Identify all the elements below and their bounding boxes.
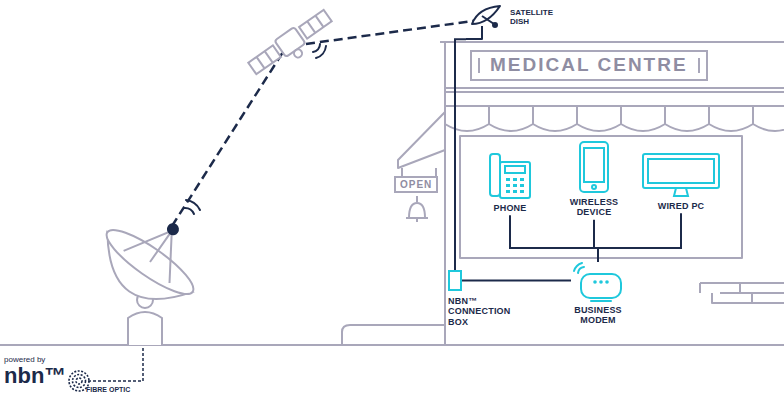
node-label: NBN™ CONNECTION BOX: [448, 296, 508, 327]
dish-bowl-group: [87, 195, 219, 321]
node-label: MEDICAL CENTRE: [490, 55, 688, 76]
awning-scallop: [533, 106, 577, 131]
sign-hanger: [402, 168, 436, 176]
dish-pedestal: [128, 312, 162, 345]
phone-symbol: [488, 150, 532, 200]
node-label: PHONE: [476, 203, 544, 213]
building: [342, 42, 784, 345]
nbn-logo-text: nbn™: [4, 364, 66, 388]
satellite-dish: SATELLITE DISH: [466, 4, 574, 48]
awning-scallop: [709, 106, 753, 131]
awning-scallop: [489, 106, 533, 131]
signal-waves: [184, 44, 326, 214]
connection-box: NBN™ CONNECTION BOX: [448, 270, 508, 327]
awning-scallop: [753, 106, 784, 131]
window: [460, 136, 742, 258]
awning-band: [445, 92, 784, 106]
ground-line: [0, 344, 784, 346]
dish-struts: [124, 215, 195, 283]
bell: [406, 196, 428, 222]
awning-scallop: [577, 106, 621, 131]
side-awning: [398, 112, 445, 168]
modem-symbol: [571, 262, 625, 302]
node-label: WIRED PC: [639, 201, 723, 211]
wave: [313, 44, 326, 58]
business-modem: BUSINESS MODEM: [565, 262, 631, 326]
step: [342, 325, 445, 345]
awning-scallop: [665, 106, 709, 131]
solar-panel: [248, 45, 281, 74]
panel-lines: [256, 16, 323, 69]
dish-symbol: [466, 4, 506, 48]
wired-pc-icon: WIRED PC: [639, 152, 723, 211]
wave: [184, 200, 200, 214]
solar-panel: [299, 10, 332, 39]
shop-sign: MEDICAL CENTRE: [470, 50, 708, 81]
satellite: [247, 7, 338, 83]
pc-symbol: [641, 152, 721, 198]
fibre-line: [86, 348, 143, 381]
logo-ring: [73, 375, 86, 388]
facade-line: [445, 87, 784, 89]
logo-ring: [76, 378, 82, 384]
node-label: BUSINESS MODEM: [565, 305, 631, 326]
awning-scallop: [445, 106, 489, 131]
device-symbol: [577, 140, 611, 194]
fibre-optic-label: FIBRE OPTIC: [86, 386, 130, 394]
wireless-device-icon: WIRELESS DEVICE: [558, 140, 630, 218]
ground-dish: [87, 195, 219, 345]
bricks: [700, 283, 784, 303]
roof-line: [440, 41, 784, 43]
satellite-antenna: [292, 48, 303, 59]
node-label: OPEN: [400, 179, 432, 190]
phone-icon: PHONE: [476, 150, 544, 213]
awning: [445, 92, 784, 131]
awning-scallop: [621, 106, 665, 131]
downlink-dashed: [306, 20, 480, 44]
cable-connector: [462, 280, 571, 282]
node-label: WIRELESS DEVICE: [558, 197, 630, 218]
open-sign: OPEN: [394, 176, 438, 193]
uplink-dashed: [172, 52, 283, 226]
cable-connector: [598, 213, 681, 262]
node-label: SATELLITE DISH: [510, 9, 560, 27]
connection-box-square: [448, 270, 462, 291]
satellite-link: [172, 20, 480, 226]
dish-feed: [166, 222, 180, 236]
cable-connector: [455, 39, 466, 270]
cable-connector: [510, 215, 598, 262]
